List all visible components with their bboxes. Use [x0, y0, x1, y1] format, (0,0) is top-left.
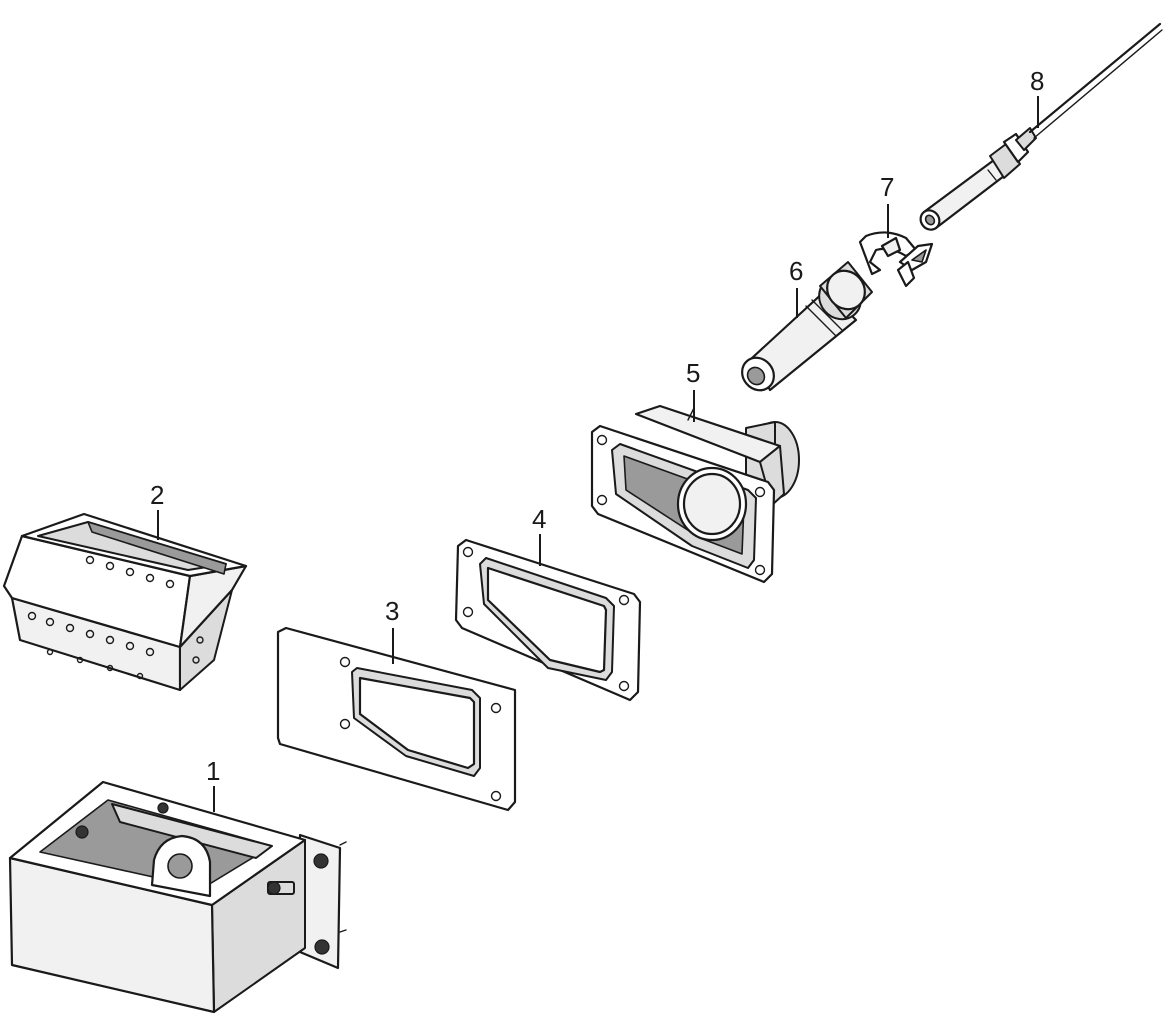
callout-3: 3 [385, 596, 399, 664]
callout-label-7: 7 [880, 172, 894, 202]
part-3-gasket-plate [276, 626, 517, 812]
callout-5: 5 [686, 358, 700, 422]
callout-label-4: 4 [532, 504, 546, 534]
callout-4: 4 [532, 504, 546, 566]
callout-8: 8 [1030, 66, 1044, 128]
callout-label-1: 1 [206, 756, 220, 786]
part-8-probe [919, 22, 1163, 231]
callout-label-3: 3 [385, 596, 399, 626]
part-2-liner [2, 512, 248, 692]
part-7-clip [858, 231, 934, 288]
liner-holes [27, 555, 204, 680]
callout-6: 6 [789, 256, 803, 318]
part-4-gasket [454, 538, 642, 702]
callout-label-6: 6 [789, 256, 803, 286]
part-5-burner-head [590, 404, 800, 584]
callout-1: 1 [206, 756, 220, 812]
part-6-nozzle-tube [741, 261, 873, 392]
callout-label-5: 5 [686, 358, 700, 388]
callout-label-2: 2 [150, 480, 164, 510]
part-1-base-housing [8, 780, 347, 1014]
callout-2: 2 [150, 480, 164, 540]
callout-7: 7 [880, 172, 894, 238]
callout-label-8: 8 [1030, 66, 1044, 96]
